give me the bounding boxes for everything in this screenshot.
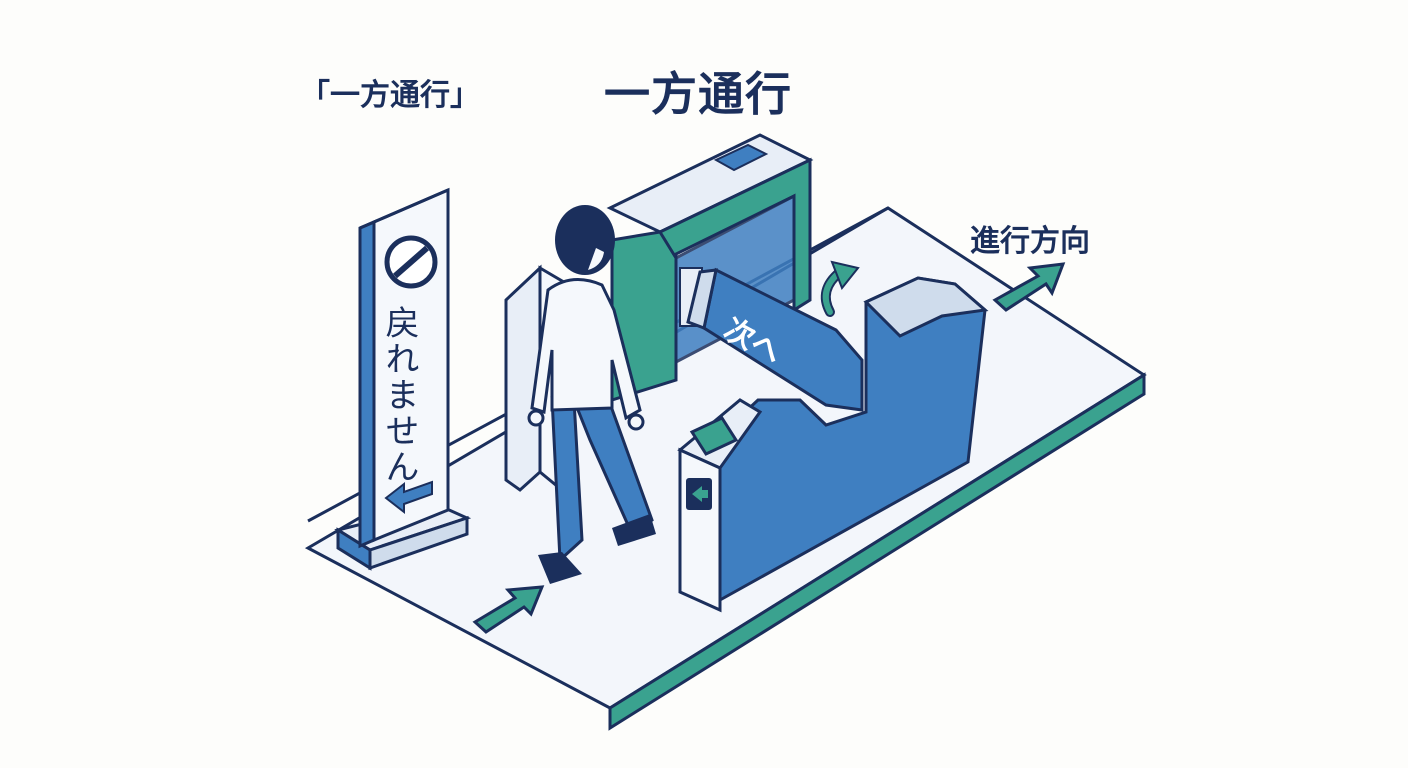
main-title: 一方通行 bbox=[604, 67, 792, 121]
gate-panel bbox=[686, 267, 864, 412]
sign-text: 戻れません bbox=[379, 305, 419, 485]
corner-title: 「一方通行」 bbox=[300, 78, 480, 113]
right-arrow-icon bbox=[992, 262, 1066, 312]
no-entry-icon bbox=[384, 235, 438, 289]
floor-arrow-icon bbox=[472, 585, 545, 634]
u-turn-arrow-icon bbox=[820, 260, 860, 317]
card-reader-icon bbox=[686, 478, 712, 510]
direction-label: 進行方向 bbox=[970, 224, 1090, 259]
ticket-gate bbox=[677, 276, 989, 613]
person bbox=[527, 205, 656, 584]
left-arrow-icon bbox=[384, 480, 433, 515]
no-return-sign bbox=[334, 187, 472, 571]
